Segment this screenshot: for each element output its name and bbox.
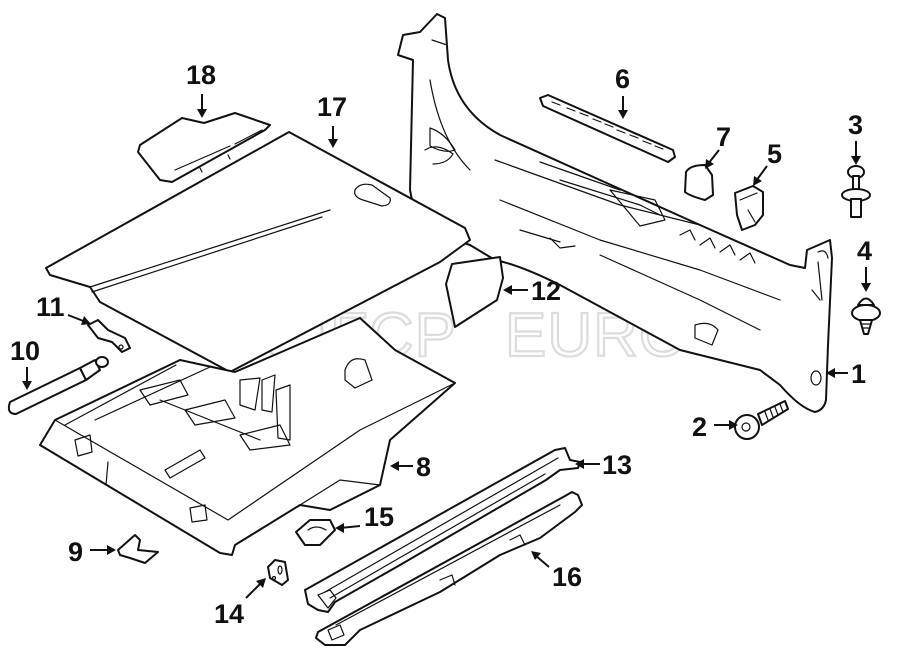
callout-7[interactable]: 7 xyxy=(705,122,731,169)
callout-18[interactable]: 18 xyxy=(186,60,216,118)
part-5-trim-clip xyxy=(734,185,764,231)
callout-11[interactable]: 11 xyxy=(36,292,91,325)
callout-5[interactable]: 5 xyxy=(753,139,782,186)
callout-10-label: 10 xyxy=(10,336,40,366)
callout-3[interactable]: 3 xyxy=(848,110,863,165)
callout-12-label: 12 xyxy=(531,276,561,306)
callout-4-label: 4 xyxy=(857,236,872,266)
part-11-bracket xyxy=(87,319,131,353)
callouts: 1 2 3 4 5 6 xyxy=(10,60,872,629)
callout-18-label: 18 xyxy=(186,60,216,90)
callout-17[interactable]: 17 xyxy=(317,92,347,148)
part-3-push-pin-clip xyxy=(841,165,871,218)
callout-1[interactable]: 1 xyxy=(826,359,866,389)
part-1-quarter-trim-panel xyxy=(397,13,833,413)
part-13-side-rail xyxy=(304,447,581,613)
callout-10[interactable]: 10 xyxy=(10,336,40,390)
callout-2[interactable]: 2 xyxy=(692,412,738,442)
callout-1-label: 1 xyxy=(851,359,866,389)
callout-3-label: 3 xyxy=(848,110,863,140)
part-17-load-floor-panel xyxy=(45,131,471,373)
part-8-cargo-tray xyxy=(39,317,456,556)
callout-14[interactable]: 14 xyxy=(214,578,266,629)
callout-6-label: 6 xyxy=(615,64,630,94)
part-16-side-rail-lower xyxy=(315,491,583,646)
part-4-retainer-clip xyxy=(851,297,881,335)
part-14-bracket xyxy=(267,559,289,586)
callout-5-label: 5 xyxy=(767,139,782,169)
part-12-access-cover xyxy=(445,256,504,328)
callout-6[interactable]: 6 xyxy=(615,64,630,119)
callout-15[interactable]: 15 xyxy=(335,502,394,533)
callout-17-label: 17 xyxy=(317,92,347,122)
part-6-scuff-plate xyxy=(539,94,676,163)
part-10-support-strut xyxy=(7,356,109,415)
callout-13-label: 13 xyxy=(602,450,632,480)
part-15-retainer xyxy=(295,519,336,546)
callout-8[interactable]: 8 xyxy=(390,452,431,482)
callout-7-label: 7 xyxy=(716,122,731,152)
callout-14-label: 14 xyxy=(214,599,244,629)
callout-11-label: 11 xyxy=(36,292,65,322)
callout-13[interactable]: 13 xyxy=(575,450,632,480)
part-9-clip xyxy=(117,534,159,564)
part-7-end-cap xyxy=(684,164,714,201)
callout-15-label: 15 xyxy=(364,502,394,532)
callout-9[interactable]: 9 xyxy=(68,537,116,567)
callout-12[interactable]: 12 xyxy=(503,276,561,306)
part-18-cover-panel xyxy=(137,112,271,183)
part-2-screw xyxy=(734,400,789,440)
callout-2-label: 2 xyxy=(692,412,707,442)
callout-9-label: 9 xyxy=(68,537,83,567)
callout-16[interactable]: 16 xyxy=(531,551,582,592)
callout-8-label: 8 xyxy=(416,452,431,482)
callout-16-label: 16 xyxy=(552,562,582,592)
callout-4[interactable]: 4 xyxy=(857,236,872,292)
